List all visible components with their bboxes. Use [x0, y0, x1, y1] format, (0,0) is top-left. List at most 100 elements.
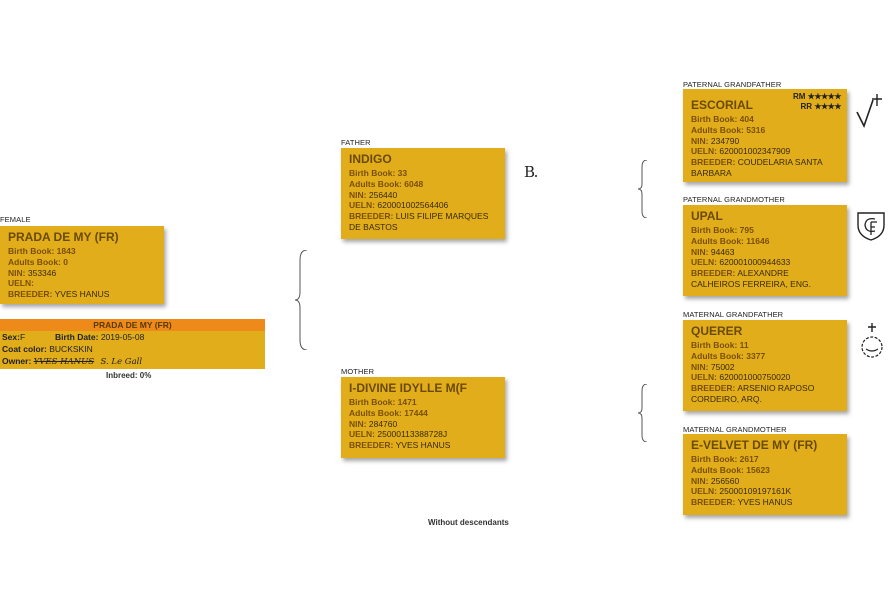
mother-card[interactable]: I-DIVINE IDYLLE M(F Birth Book: 1471 Adu… — [341, 377, 505, 458]
birth-book-value: 11 — [739, 340, 749, 350]
ueln-label: UELN: — [691, 372, 717, 383]
father-name: INDIGO — [349, 152, 392, 166]
owner-label: Owner: — [2, 356, 32, 366]
breeder-value: LUIS FILIPE MARQUES DE BASTOS — [349, 211, 489, 232]
birth-book-label: Birth Book: — [349, 397, 396, 407]
breeder-value: YVES HANUS — [737, 497, 793, 508]
pgm-name: UPAL — [691, 209, 723, 223]
adults-book-label: Adults Book: — [691, 350, 744, 361]
pgm-label: PATERNAL GRANDMOTHER — [683, 195, 785, 204]
mgm-name: E-VELVET DE MY (FR) — [691, 438, 818, 452]
adults-book-value: 11646 — [746, 235, 770, 246]
nin-label: NIN: — [691, 135, 709, 146]
owner-old-value: YVES HANUS — [33, 357, 95, 367]
brand-mark-b-icon: B — [524, 163, 537, 181]
birth-book-label: Birth Book: — [349, 168, 396, 178]
owner-new-value: S. Le Gall — [100, 357, 143, 367]
inbreed-line: Inbreed: 0% — [106, 371, 151, 380]
nin-label: NIN: — [349, 189, 367, 200]
adults-book-label: Adults Book: — [691, 124, 744, 135]
rm-stars: ★★★★★ — [807, 92, 842, 101]
birth-date-value: 2019-05-08 — [100, 332, 145, 342]
breeder-label: BREEDER: — [691, 383, 736, 394]
pgf-label: PATERNAL GRANDFATHER — [683, 80, 782, 89]
birth-book-label: Birth Book: — [8, 246, 55, 256]
birth-book-value: 1471 — [397, 397, 417, 407]
breeder-label: BREEDER: — [691, 268, 736, 279]
rr-label: RR — [800, 102, 813, 111]
brace-paternal — [638, 160, 648, 218]
adults-book-label: Adults Book: — [691, 235, 744, 246]
breeder-label: BREEDER: — [8, 289, 53, 300]
subject-name: PRADA DE MY (FR) — [8, 230, 119, 244]
birth-book-value: 33 — [397, 168, 408, 178]
breeder-label: BREEDER: — [691, 497, 736, 508]
pgm-card[interactable]: UPAL Birth Book: 795 Adults Book: 11646 … — [683, 205, 847, 296]
subject-label: FEMALE — [0, 215, 31, 224]
brace-maternal — [638, 384, 648, 442]
ueln-label: UELN: — [691, 486, 717, 497]
nin-value: 234790 — [710, 135, 740, 146]
birth-book-label: Birth Book: — [691, 454, 738, 464]
ueln-value: 25000109197161K — [719, 486, 792, 497]
adults-book-value: 5316 — [746, 124, 766, 135]
adults-book-label: Adults Book: — [349, 178, 402, 189]
adults-book-value: 17444 — [404, 407, 428, 418]
adults-book-label: Adults Book: — [349, 407, 402, 418]
info-row-sex: Sex:F — [2, 332, 25, 342]
mgm-label: MATERNAL GRANDMOTHER — [683, 425, 787, 434]
adults-book-value: 0 — [63, 256, 68, 267]
pgf-card[interactable]: RM ★★★★★ RR ★★★★ ESCORIAL Birth Book: 40… — [683, 89, 847, 182]
pgf-name: ESCORIAL — [691, 98, 754, 112]
without-descendants-text: Without descendants — [428, 518, 509, 527]
father-card[interactable]: INDIGO Birth Book: 33 Adults Book: 6048 … — [341, 148, 505, 239]
ueln-value: 620001002564406 — [377, 200, 449, 211]
nin-label: NIN: — [349, 418, 367, 429]
mother-name: I-DIVINE IDYLLE M(F — [349, 381, 467, 395]
nin-value: 284760 — [368, 418, 398, 429]
nin-value: 256560 — [710, 475, 740, 486]
breeder-value: ARSENIO RAPOSO CORDEIRO, ARQ. — [691, 383, 815, 404]
nin-value: 94463 — [710, 246, 735, 257]
father-label: FATHER — [341, 138, 371, 147]
nin-label: NIN: — [691, 246, 709, 257]
info-panel: PRADA DE MY (FR) Sex:F Birth Date: 2019-… — [0, 319, 265, 369]
breeder-label: BREEDER: — [349, 211, 394, 222]
mgf-label: MATERNAL GRANDFATHER — [683, 310, 784, 319]
breeder-value: COUDELARIA SANTA BARBARA — [691, 157, 823, 178]
adults-book-label: Adults Book: — [8, 256, 61, 267]
ueln-label: UELN: — [691, 257, 717, 268]
nin-label: NIN: — [691, 475, 709, 486]
info-row-birth-date: Birth Date: 2019-05-08 — [55, 332, 144, 342]
birth-date-label: Birth Date: — [55, 332, 99, 342]
mother-label: MOTHER — [341, 367, 375, 376]
inbreed-label: Inbreed: — [106, 371, 138, 380]
brand-mark-shield-cf-icon — [857, 212, 885, 241]
mgm-card[interactable]: E-VELVET DE MY (FR) Birth Book: 2617 Adu… — [683, 434, 847, 515]
breeder-label: BREEDER: — [691, 157, 736, 168]
rating-block: RM ★★★★★ RR ★★★★ — [793, 92, 842, 112]
nin-label: NIN: — [8, 267, 26, 278]
ueln-label: UELN: — [349, 429, 375, 440]
mgf-name: QUERER — [691, 324, 743, 338]
ueln-value: 620001002347909 — [719, 146, 791, 157]
adults-book-label: Adults Book: — [691, 464, 744, 475]
ueln-label: UELN: — [691, 146, 717, 157]
breeder-value: YVES HANUS — [54, 289, 110, 300]
ueln-value: 620001000944633 — [719, 257, 791, 268]
birth-book-value: 404 — [739, 114, 754, 124]
mgf-card[interactable]: QUERER Birth Book: 11 Adults Book: 3377 … — [683, 320, 847, 411]
breeder-label: BREEDER: — [349, 440, 394, 451]
breeder-value: YVES HANUS — [395, 440, 451, 451]
birth-book-value: 795 — [739, 225, 754, 235]
ueln-value: 25000113388728J — [377, 429, 448, 440]
coat-label: Coat color: — [2, 344, 47, 354]
ueln-label: UELN: — [349, 200, 375, 211]
coat-value: BUCKSKIN — [49, 344, 93, 354]
sex-value: F — [19, 332, 26, 342]
nin-value: 75002 — [710, 361, 735, 372]
ueln-value: 620001000750020 — [719, 372, 791, 383]
sex-label: Sex: — [2, 332, 20, 342]
info-title: PRADA DE MY (FR) — [0, 319, 265, 331]
subject-card[interactable]: PRADA DE MY (FR) Birth Book: 1843 Adults… — [0, 226, 164, 304]
